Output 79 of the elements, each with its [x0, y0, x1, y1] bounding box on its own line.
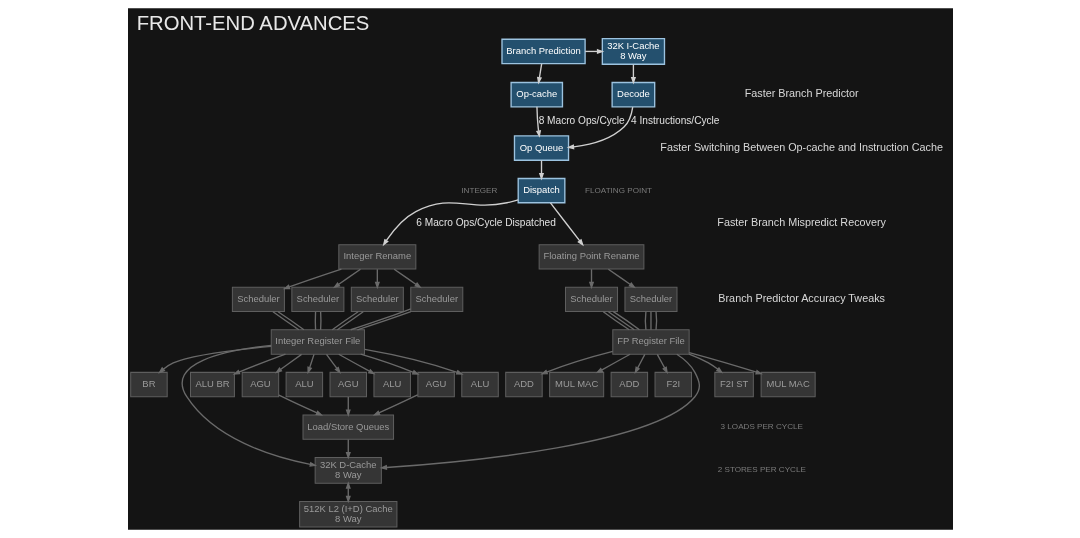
- node-box: Op Queue: [513, 135, 569, 161]
- arrow: [539, 350, 613, 375]
- arrow: [607, 268, 636, 289]
- edge-label: 4 Instructions/Cycle: [630, 114, 719, 126]
- node-box: Load/Store Queues: [302, 414, 394, 440]
- arrow: [379, 353, 700, 471]
- arrow: [274, 353, 302, 374]
- arrow: [634, 353, 645, 375]
- connector: [349, 308, 411, 331]
- node-box: 32K D-Cache 8 Way: [314, 457, 382, 484]
- arrow: [363, 348, 464, 375]
- arrow: [359, 353, 420, 375]
- node-box: Scheduler: [231, 286, 285, 313]
- label: Faster Branch Mispredict Recovery: [716, 216, 886, 229]
- arrow: [688, 351, 763, 375]
- diagram-title: FRONT-END ADVANCES: [136, 11, 369, 34]
- node-box: AGU: [241, 371, 279, 398]
- node-box: Scheduler: [290, 286, 344, 313]
- label: Branch Predictor Accuracy Tweaks: [717, 291, 885, 304]
- node-box: F2I ST: [713, 371, 754, 398]
- arrow: [277, 394, 323, 416]
- node-box: 32K I-Cache 8 Way: [601, 37, 665, 65]
- node-box: Scheduler: [350, 286, 404, 313]
- label: Faster Branch Predictor: [744, 87, 859, 100]
- node-box: AGU: [329, 371, 367, 398]
- node-box: Op-cache: [509, 81, 563, 108]
- arrow: [306, 353, 315, 375]
- node-box: ALU: [285, 371, 323, 398]
- node-box: MUL MAC: [548, 371, 604, 398]
- connector: [654, 311, 657, 331]
- node-box: Branch Prediction: [500, 38, 586, 65]
- arrow: [656, 353, 668, 375]
- arrow: [282, 268, 342, 290]
- node-box: Dispatch: [517, 177, 565, 204]
- arrow: [337, 353, 375, 375]
- node-box: Integer Register File: [270, 329, 365, 355]
- arrow: [566, 106, 633, 150]
- arrow: [181, 344, 317, 467]
- arrow: [325, 353, 341, 374]
- node-box: Decode: [610, 81, 655, 108]
- arrow: [595, 353, 631, 374]
- edge-label: 6 Macro Ops/Cycle Dispatched: [415, 217, 556, 229]
- label: Faster Switching Between Op-cache and Instruction Cache: [659, 140, 943, 153]
- node-box: BR: [129, 371, 168, 398]
- node-box: 512K L2 (I+D) Cache 8 Way: [298, 500, 397, 528]
- node-box: Scheduler: [409, 286, 463, 313]
- node-box: MUL MAC: [760, 371, 816, 398]
- arrow: [393, 268, 422, 289]
- node-box: FP Register File: [611, 329, 690, 355]
- arrow: [535, 106, 541, 138]
- arrow: [372, 394, 418, 416]
- node-box: Scheduler: [564, 286, 618, 313]
- connector: [356, 310, 412, 331]
- arrow: [549, 202, 584, 247]
- connector: [602, 311, 630, 331]
- connector: [271, 311, 299, 331]
- connector: [276, 311, 305, 331]
- arrow: [332, 268, 361, 289]
- connector: [649, 311, 652, 331]
- connector: [331, 311, 359, 331]
- node-box: ADD: [504, 371, 543, 398]
- node-box: ALU: [460, 371, 499, 398]
- node-box: ALU: [372, 371, 411, 398]
- arrow: [232, 353, 286, 375]
- connector: [336, 311, 364, 331]
- node-box: ALU BR: [189, 371, 235, 398]
- connector: [612, 311, 640, 331]
- connector: [607, 311, 635, 331]
- arrow: [157, 345, 272, 374]
- node-box: AGU: [416, 371, 455, 398]
- edge-label: 8 Macro Ops/Cycle: [538, 114, 625, 126]
- arrow: [382, 199, 519, 247]
- connector: [319, 311, 322, 331]
- node-box: ADD: [610, 371, 648, 398]
- node-box: F2I: [654, 371, 692, 398]
- arrow: [688, 353, 723, 374]
- node-box: Integer Rename: [337, 244, 416, 270]
- node-box: Floating Point Rename: [538, 244, 644, 270]
- node-box: Scheduler: [623, 286, 677, 313]
